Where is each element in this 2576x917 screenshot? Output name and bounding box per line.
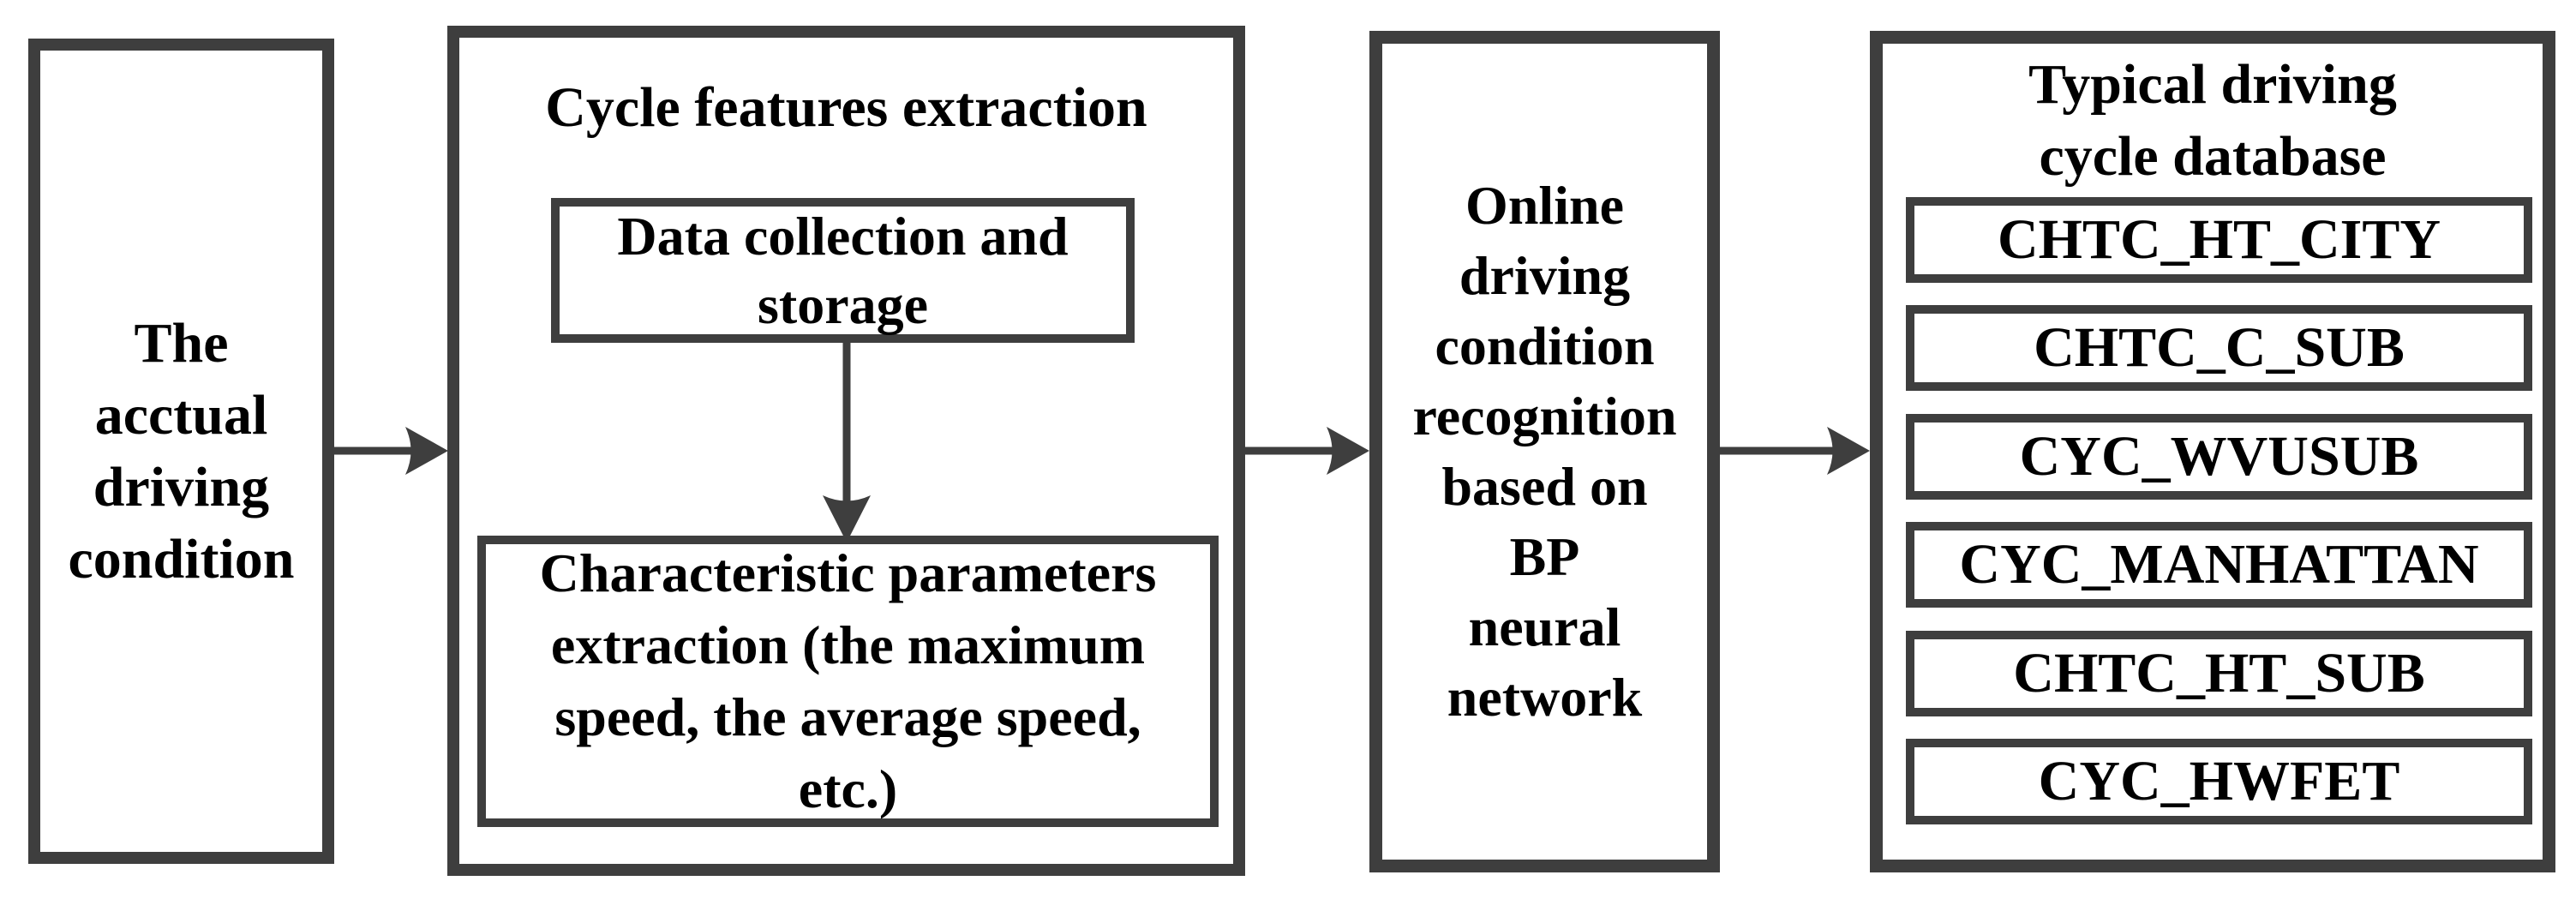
- list-item: CHTC_HT_CITY: [1906, 197, 2532, 283]
- list-item: CYC_MANHATTAN: [1906, 522, 2532, 608]
- text-line: network: [1447, 667, 1643, 728]
- text-line: Typical driving: [2028, 53, 2397, 116]
- text-line: Online: [1465, 175, 1624, 236]
- text-line: Characteristic parameters: [539, 542, 1157, 603]
- text-line: recognition: [1412, 386, 1677, 447]
- text-line: neural: [1468, 596, 1621, 657]
- list-item: CYC_WVUSUB: [1906, 413, 2532, 500]
- actual-driving-condition-box: The acctual driving condition: [28, 39, 334, 864]
- text-line: acctual: [94, 383, 268, 447]
- characteristic-parameters-box: Characteristic parameters extraction (th…: [477, 536, 1219, 827]
- text-line: storage: [757, 273, 929, 335]
- data-collection-storage-box: Data collection and storage: [551, 198, 1135, 343]
- text-line: extraction (the maximum: [550, 614, 1146, 675]
- text-line: speed, the average speed,: [554, 686, 1141, 747]
- arrow-down-icon: [823, 343, 871, 542]
- database-title: Typical driving cycle database: [1883, 49, 2543, 193]
- text-line: driving: [93, 455, 270, 518]
- online-recognition-box: Online driving condition recognition bas…: [1369, 31, 1720, 872]
- text-line: cycle database: [2039, 125, 2387, 188]
- text-line: condition: [68, 527, 295, 590]
- arrow-right-icon: [334, 427, 448, 475]
- cycle-features-extraction-box: Cycle features extraction Data collectio…: [447, 26, 1245, 876]
- list-item: CHTC_HT_SUB: [1906, 630, 2532, 716]
- arrow-right-icon: [1720, 427, 1870, 475]
- text-line: driving: [1459, 245, 1631, 306]
- arrow-right-icon: [1245, 427, 1369, 475]
- list-item: CHTC_C_SUB: [1906, 305, 2532, 392]
- text-line: based on: [1441, 456, 1648, 517]
- text-line: BP: [1509, 526, 1580, 587]
- list-item: CYC_HWFET: [1906, 738, 2532, 824]
- text-line: The: [134, 311, 229, 375]
- text-line: condition: [1435, 315, 1655, 376]
- driving-cycle-database-box: Typical driving cycle database CHTC_HT_C…: [1870, 31, 2555, 872]
- cycle-features-title: Cycle features extraction: [545, 76, 1147, 139]
- database-item-list: CHTC_HT_CITY CHTC_C_SUB CYC_WVUSUB CYC_M…: [1906, 197, 2532, 824]
- text-line: etc.): [798, 758, 898, 819]
- text-line: Data collection and: [617, 205, 1069, 267]
